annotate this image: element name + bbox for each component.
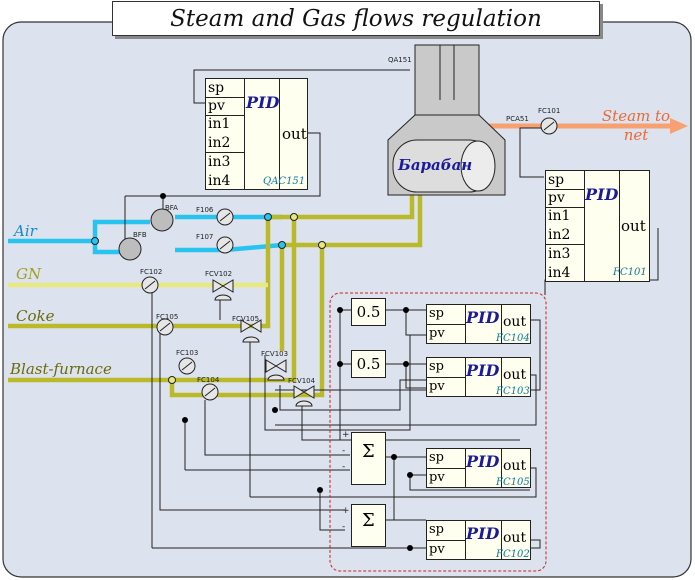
tag-fcv103: FCV103 <box>261 350 289 358</box>
port-sp: sp <box>206 79 244 98</box>
tag-qa151: QA151 <box>388 56 412 64</box>
pid-label: PID <box>466 452 500 471</box>
port-in2: in2 <box>546 226 584 245</box>
controller-tag: FC103 <box>496 386 530 397</box>
pid-block-fc103[interactable]: sp pv PID out FC103 <box>426 357 531 397</box>
out-label: out <box>282 125 307 143</box>
controller-tag: FC104 <box>496 333 530 344</box>
port-sp: sp <box>427 305 465 325</box>
tag-fc104: FC104 <box>197 376 220 384</box>
pid-label: PID <box>585 185 619 204</box>
background-panel <box>2 21 692 578</box>
sum1-sign-plus: + <box>342 430 350 440</box>
junction-dots <box>91 193 413 551</box>
tag-pca51: PCA51 <box>506 115 529 123</box>
gain-block-1[interactable]: 0.5 <box>351 298 386 326</box>
tag-fcv102: FCV102 <box>205 270 233 278</box>
pid-block-fc101[interactable]: sp pv in1 in2 in3 in4 PID out FC101 <box>545 170 650 282</box>
out-label: out <box>503 530 527 546</box>
pid-label: PID <box>246 93 280 112</box>
steam-label: Steam to net <box>601 107 671 144</box>
sum-symbol: Σ <box>362 510 375 531</box>
tag-fcv105: FCV105 <box>232 315 260 323</box>
boiler-drum <box>387 44 506 196</box>
port-in3: in3 <box>548 246 571 262</box>
port-pv: pv <box>429 542 445 557</box>
pid-block-fc105[interactable]: sp pv PID out FC105 <box>426 448 531 488</box>
port-sp: sp <box>546 171 584 190</box>
out-label: out <box>503 458 527 474</box>
port-pv: pv <box>429 379 445 394</box>
controller-tag: FC102 <box>496 549 530 560</box>
sum-block-1[interactable]: Σ <box>351 432 386 485</box>
port-in1: in1 <box>548 208 571 224</box>
port-pv: pv <box>429 326 445 341</box>
pid-block-fc102[interactable]: sp pv PID out FC102 <box>426 520 531 560</box>
sum-block-2[interactable]: Σ <box>351 504 386 547</box>
stream-air-label: Air <box>14 222 37 240</box>
pid-block-qac151[interactable]: sp pv in1 in2 in3 in4 PID out QAC151 <box>205 78 308 190</box>
page-title: Steam and Gas flows regulation <box>112 1 600 36</box>
pid-label: PID <box>466 308 500 327</box>
controller-tag: FC105 <box>496 477 530 488</box>
sum2-sign-minus: - <box>342 522 346 532</box>
tag-fc102: FC102 <box>140 268 163 276</box>
stream-gn-label: GN <box>16 265 42 283</box>
port-pv: pv <box>206 97 244 116</box>
port-in2: in2 <box>206 134 244 153</box>
port-in4: in4 <box>208 173 231 189</box>
pid-label: PID <box>466 524 500 543</box>
pid-label: PID <box>466 361 500 380</box>
signal-lines <box>124 69 659 549</box>
port-sp: sp <box>427 449 465 469</box>
tag-f106: F106 <box>196 206 214 214</box>
sum-symbol: Σ <box>362 441 375 462</box>
tag-fcv104: FCV104 <box>288 377 316 385</box>
drum-label: Барабан <box>398 156 473 174</box>
port-sp: sp <box>427 358 465 378</box>
tag-bfa: BFA <box>165 204 178 212</box>
sum2-sign-plus: + <box>342 506 350 516</box>
stream-blast-label: Blast-furnace <box>10 360 112 378</box>
port-in3: in3 <box>208 154 231 170</box>
cascade-group-frame <box>329 292 547 572</box>
sum1-sign-minus-a: - <box>342 446 346 456</box>
stream-coke-label: Coke <box>16 307 55 325</box>
port-pv: pv <box>546 189 584 208</box>
controller-tag: FC101 <box>613 267 647 278</box>
out-label: out <box>503 314 527 330</box>
port-pv: pv <box>429 470 445 485</box>
port-in4: in4 <box>548 265 571 281</box>
controller-tag: QAC151 <box>263 176 306 187</box>
port-sp: sp <box>427 521 465 541</box>
out-label: out <box>503 367 527 383</box>
tag-fc105: FC105 <box>156 313 179 321</box>
port-in1: in1 <box>208 116 231 132</box>
tag-bfb: BFB <box>133 231 147 239</box>
control-valves <box>212 279 315 407</box>
tag-fc101-inst: FC101 <box>538 107 561 115</box>
sum1-sign-minus-b: - <box>342 462 346 472</box>
tag-f107: F107 <box>196 233 214 241</box>
tag-fc103: FC103 <box>176 349 199 357</box>
instrument-arrows <box>144 121 555 397</box>
pid-block-fc104[interactable]: sp pv PID out FC104 <box>426 304 531 344</box>
out-label: out <box>621 217 646 235</box>
gain-block-2[interactable]: 0.5 <box>351 350 386 378</box>
